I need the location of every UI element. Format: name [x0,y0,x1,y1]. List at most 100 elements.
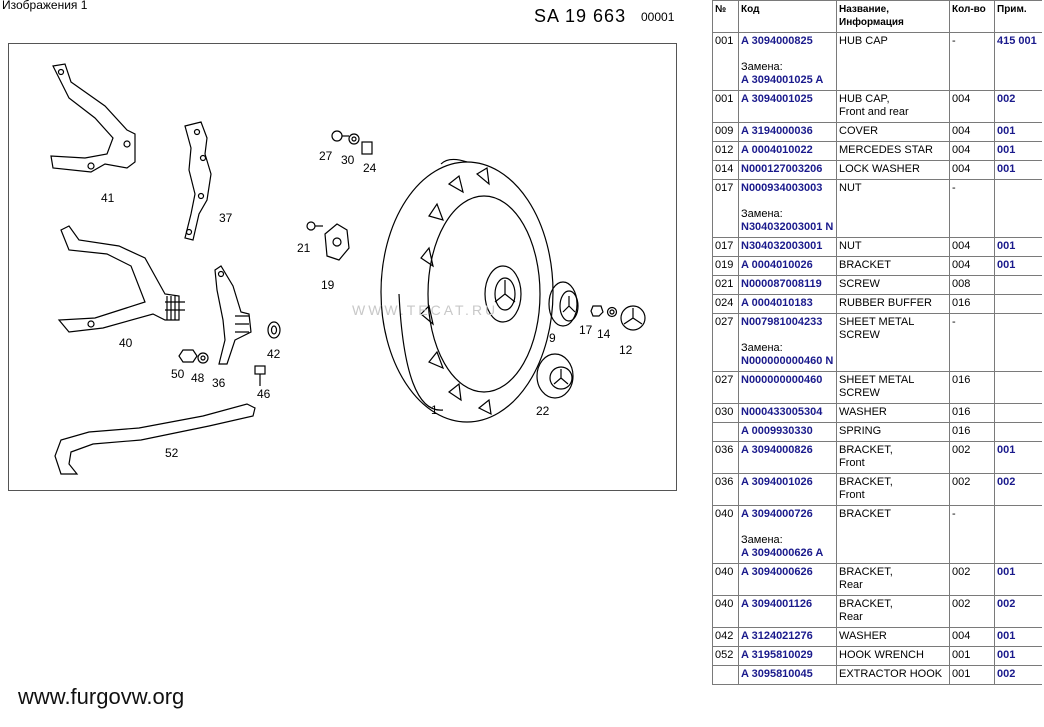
cell-qty: 002 [949,441,995,474]
part-code-link[interactable]: A 3094001126 [741,598,813,610]
replacement-label: Замена: [741,534,783,546]
replacement-code-link[interactable]: A 3094001025 A [741,74,824,86]
cell-no: 019 [712,256,739,276]
cell-no: 024 [712,294,739,314]
part-code-link[interactable]: N000087008119 [741,278,822,290]
part-name: HUB CAP, [839,93,890,105]
label-37: 37 [219,211,233,225]
label-21: 21 [297,241,311,255]
part-code-link[interactable]: A 0004010183 [741,297,813,309]
cell-code: A 0004010022 [738,141,837,161]
part-code-link[interactable]: N000433005304 [741,406,823,418]
label-36: 36 [212,376,226,390]
label-46: 46 [257,387,271,401]
label-27: 27 [319,149,333,163]
cell-note: 001 [994,237,1042,257]
part-code-link[interactable]: A 3124021276 [741,630,813,642]
label-50: 50 [171,367,185,381]
part-code-link[interactable]: N000127003206 [741,163,823,175]
footer-url[interactable]: www.furgovw.org [18,684,185,709]
cell-qty: - [949,313,995,372]
cell-note: 001 [994,256,1042,276]
bracket-40-drawing [57,225,185,333]
cell-qty: 004 [949,122,995,142]
cell-name: NUT [836,237,950,257]
cell-no: 027 [712,313,739,372]
part-name: NUT [839,182,862,194]
part-name: NUT [839,240,862,252]
parts-table-panel: № Код Название, Информация Кол-во Прим. … [712,0,1042,727]
part-code-link[interactable]: A 0004010026 [741,259,813,271]
column-header-code: Код [738,0,837,33]
cell-code: A 3094001026 [738,473,837,506]
part-code-link[interactable]: A 3094000626 [741,566,813,578]
part-code-link[interactable]: A 0004010022 [741,144,813,156]
spacer [741,48,834,61]
cell-name: SHEET METAL SCREW [836,371,950,404]
part-code-link[interactable]: A 3195810029 [741,649,813,661]
cell-qty: 001 [949,646,995,666]
cell-name: HOOK WRENCH [836,646,950,666]
cell-no: 017 [712,237,739,257]
part-name: COVER [839,125,879,137]
cell-code: A 3194000036 [738,122,837,142]
cell-no [712,665,739,685]
part-name: WASHER [839,630,887,642]
cell-note: 001 [994,441,1042,474]
spacer [741,521,834,534]
cell-code: A 3195810029 [738,646,837,666]
cell-name: BRACKET [836,256,950,276]
image-title: Изображения 1 [2,0,88,12]
part-code-link[interactable]: N000000000460 [741,374,823,386]
part-code-link[interactable]: A 3094000825 [741,35,813,47]
label-48: 48 [191,371,205,385]
cell-code: N000433005304 [738,403,837,423]
cell-name: BRACKET,Rear [836,595,950,628]
cell-note [994,294,1042,314]
label-30: 30 [341,153,355,167]
part-name-detail: Rear [839,579,863,591]
cell-note [994,275,1042,295]
cell-no: 014 [712,160,739,180]
cell-code: N304032003001 [738,237,837,257]
part-code-link[interactable]: A 3194000036 [741,125,813,137]
part-code-link[interactable]: N304032003001 [741,240,823,252]
cell-name: SPRING [836,422,950,442]
part-code-link[interactable]: A 3095810045 [741,668,813,680]
label-17: 17 [579,323,593,337]
part-name: LOCK WASHER [839,163,920,175]
replacement-label: Замена: [741,208,783,220]
part-code-link[interactable]: N000934003003 [741,182,823,194]
cell-qty: 002 [949,595,995,628]
part-name: WASHER [839,406,887,418]
replacement-code-link[interactable]: N304032003001 N [741,221,834,233]
cell-code: N000087008119 [738,275,837,295]
cell-code: N000127003206 [738,160,837,180]
part-code-link[interactable]: A 3094001026 [741,476,813,488]
cell-note [994,371,1042,404]
part-code-link[interactable]: A 0009930330 [741,425,813,437]
part-name-detail: Rear [839,611,863,623]
part-code-link[interactable]: A 3094000826 [741,444,813,456]
cell-code: A 0004010183 [738,294,837,314]
part-code-link[interactable]: N007981004233 [741,316,823,328]
cell-note: 001 [994,141,1042,161]
replacement-code-link[interactable]: N000000000460 N [741,355,834,367]
part-name: EXTRACTOR HOOK [839,668,943,680]
part-code-link[interactable]: A 3094000726 [741,508,813,520]
replacement-code-link[interactable]: A 3094000626 A [741,547,824,559]
part-code-link[interactable]: A 3094001025 [741,93,813,105]
cell-no: 021 [712,275,739,295]
cell-qty: 016 [949,371,995,404]
